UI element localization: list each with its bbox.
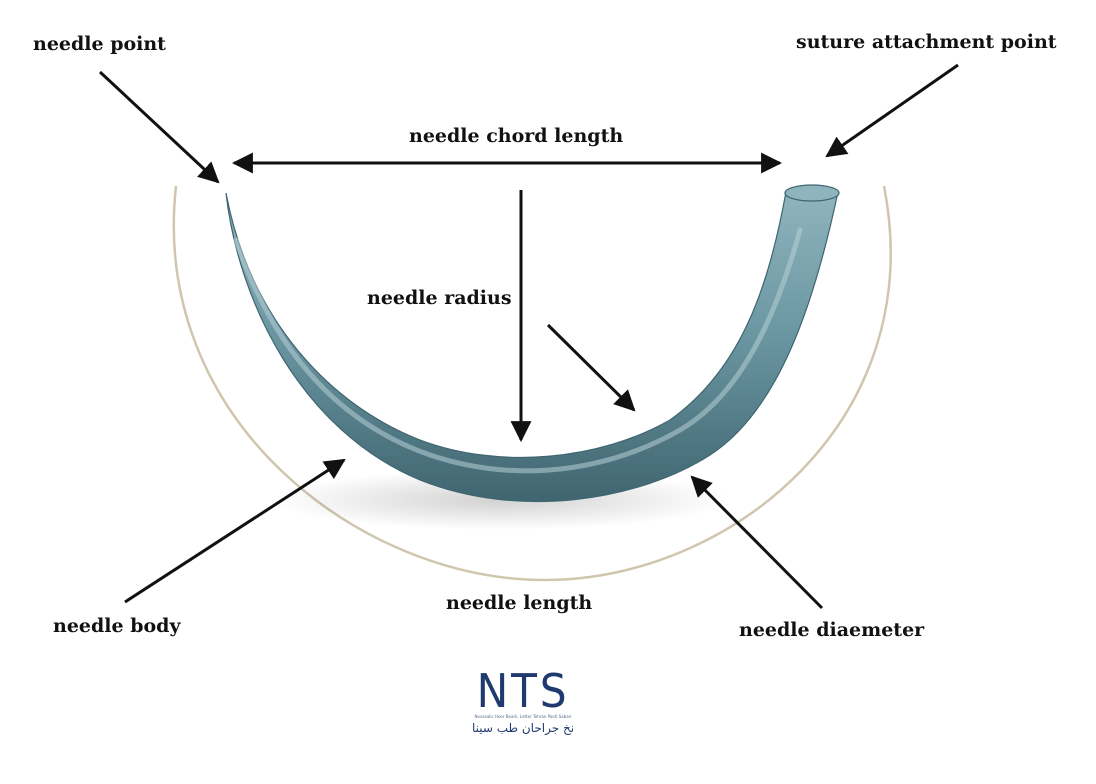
- needle-point-label: needle point: [33, 33, 166, 55]
- suture-attachment-arrow: [825, 63, 959, 158]
- needle-highlight: [233, 227, 803, 474]
- needle-chord-length-label: needle chord length: [409, 125, 624, 147]
- inner-surface-arrow: [546, 323, 636, 412]
- needle-length-arc: [172, 185, 892, 582]
- needle-shape: [225, 191, 839, 503]
- needle-body-arrow: [124, 458, 346, 604]
- needle-length-label: needle length: [446, 592, 593, 614]
- logo-persian-text: نخ جراحان طب سینا: [471, 721, 575, 735]
- needle-diameter-label: needle diaemeter: [739, 619, 925, 641]
- needle-diameter-arrow: [690, 475, 824, 610]
- nts-logo: NTS Novasalic Hoor Bearli, Letter Tehran…: [468, 668, 578, 748]
- suture-attachment-point-label: suture attachment point: [796, 31, 1057, 53]
- needle-body-label: needle body: [53, 615, 181, 637]
- logo-mark: NTS: [476, 664, 570, 718]
- needle-radius-label: needle radius: [367, 287, 512, 309]
- logo-tagline: Novasalic Hoor Bearli, Letter Tehran Poo…: [474, 714, 572, 719]
- suture-end-cap: [784, 184, 840, 202]
- needle-point-arrow: [98, 70, 220, 184]
